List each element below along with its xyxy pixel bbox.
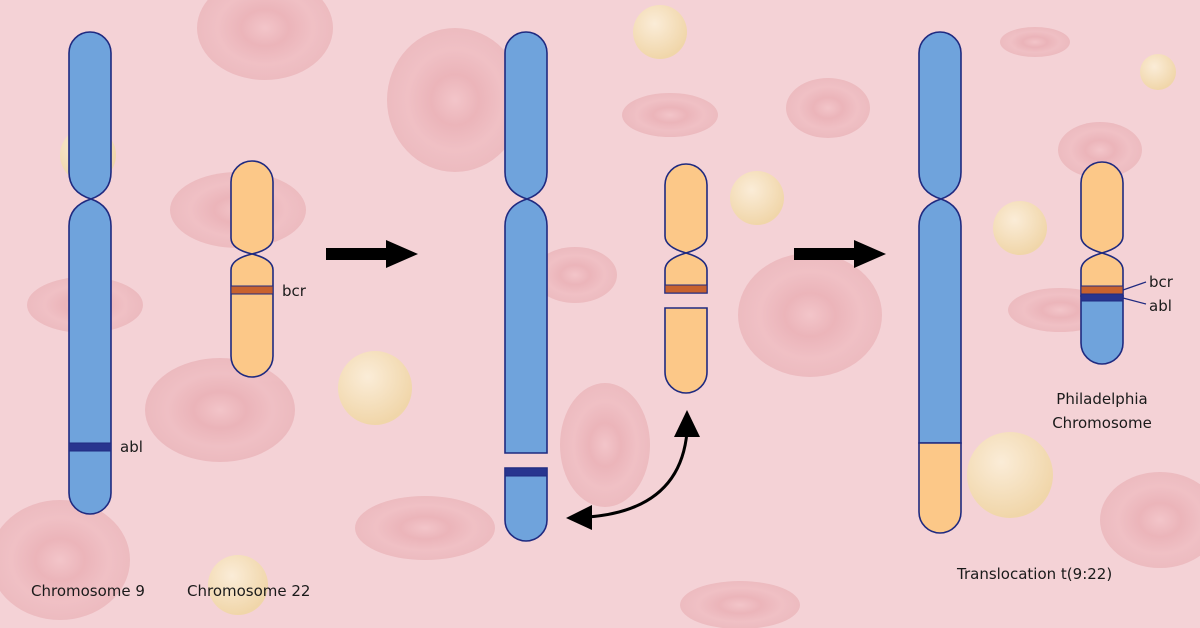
red-blood-cell-icon — [197, 0, 333, 80]
abl-band — [1080, 293, 1124, 302]
abl-label: abl — [1149, 297, 1172, 315]
bcr-band — [1080, 285, 1124, 295]
chromosome-9-q-arm — [68, 198, 112, 515]
platelet-icon — [1140, 54, 1176, 90]
platelet-icon — [993, 201, 1047, 255]
bcr-label: bcr — [282, 282, 307, 300]
red-blood-cell-icon — [680, 581, 800, 628]
red-blood-cell-icon — [738, 253, 882, 377]
red-blood-cell-icon — [1000, 27, 1070, 57]
der9-q-arm — [918, 198, 962, 444]
red-blood-cell-icon — [1058, 122, 1142, 178]
philadelphia-label-line2: Chromosome — [1052, 414, 1152, 432]
der9-translocated-22-segment — [918, 442, 962, 534]
chromosome-9-middle-fragment — [504, 198, 548, 454]
platelet-icon — [730, 171, 784, 225]
red-blood-cell-icon — [786, 78, 870, 138]
chromosome-22-label: Chromosome 22 — [187, 582, 310, 600]
swap-arrow-icon — [566, 410, 700, 530]
ph-q-arm-9 — [1080, 295, 1124, 365]
bcr-band — [664, 284, 708, 294]
red-blood-cell-icon — [145, 358, 295, 462]
chromosome-22-q-arm — [230, 253, 274, 378]
abl-label: abl — [120, 438, 143, 456]
red-blood-cell-icon — [1100, 472, 1200, 568]
philadelphia-label-line1: Philadelphia — [1056, 390, 1147, 408]
red-blood-cell-icon — [533, 247, 617, 303]
philadelphia-chromosome: bcr abl — [1080, 161, 1174, 365]
chromosome-9-upper-fragment — [504, 31, 548, 200]
right-arrow-icon — [326, 240, 418, 268]
translocation-label: Translocation t(9:22) — [956, 565, 1112, 583]
chromosome-9-abl-fragment — [504, 467, 548, 542]
chromosome-22-p-arm — [230, 160, 274, 255]
chromosome-22: bcr — [230, 160, 307, 378]
abl-band — [68, 442, 112, 452]
bcr-leader-line — [1122, 281, 1147, 291]
platelet-icon — [338, 351, 412, 425]
right-arrow-icon — [794, 240, 886, 268]
bcr-label: bcr — [1149, 273, 1174, 291]
red-blood-cell-icon — [622, 93, 718, 137]
platelet-icon — [967, 432, 1053, 518]
chromosome-9: abl — [68, 31, 143, 515]
derivative-chromosome-9 — [918, 31, 962, 534]
red-blood-cell-icon — [560, 383, 650, 507]
platelet-icon — [633, 5, 687, 59]
chromosome-22-broken — [664, 163, 708, 394]
background-platelets — [60, 5, 1176, 615]
chromosome-9-p-arm — [68, 31, 112, 200]
red-blood-cell-icon — [0, 500, 130, 620]
chromosome-22-upper-fragment — [664, 163, 708, 254]
platelet-icon — [208, 555, 268, 615]
chromosome-9-label: Chromosome 9 — [31, 582, 145, 600]
bcr-band — [230, 285, 274, 295]
der9-p-arm — [918, 31, 962, 200]
red-blood-cell-icon — [355, 496, 495, 560]
red-blood-cell-icon — [387, 28, 523, 172]
abl-band — [504, 467, 548, 477]
chromosome-22-lower-fragment — [664, 307, 708, 394]
ph-p-arm — [1080, 161, 1124, 254]
chromosome-9-broken — [504, 31, 548, 542]
abl-leader-line — [1122, 297, 1147, 305]
